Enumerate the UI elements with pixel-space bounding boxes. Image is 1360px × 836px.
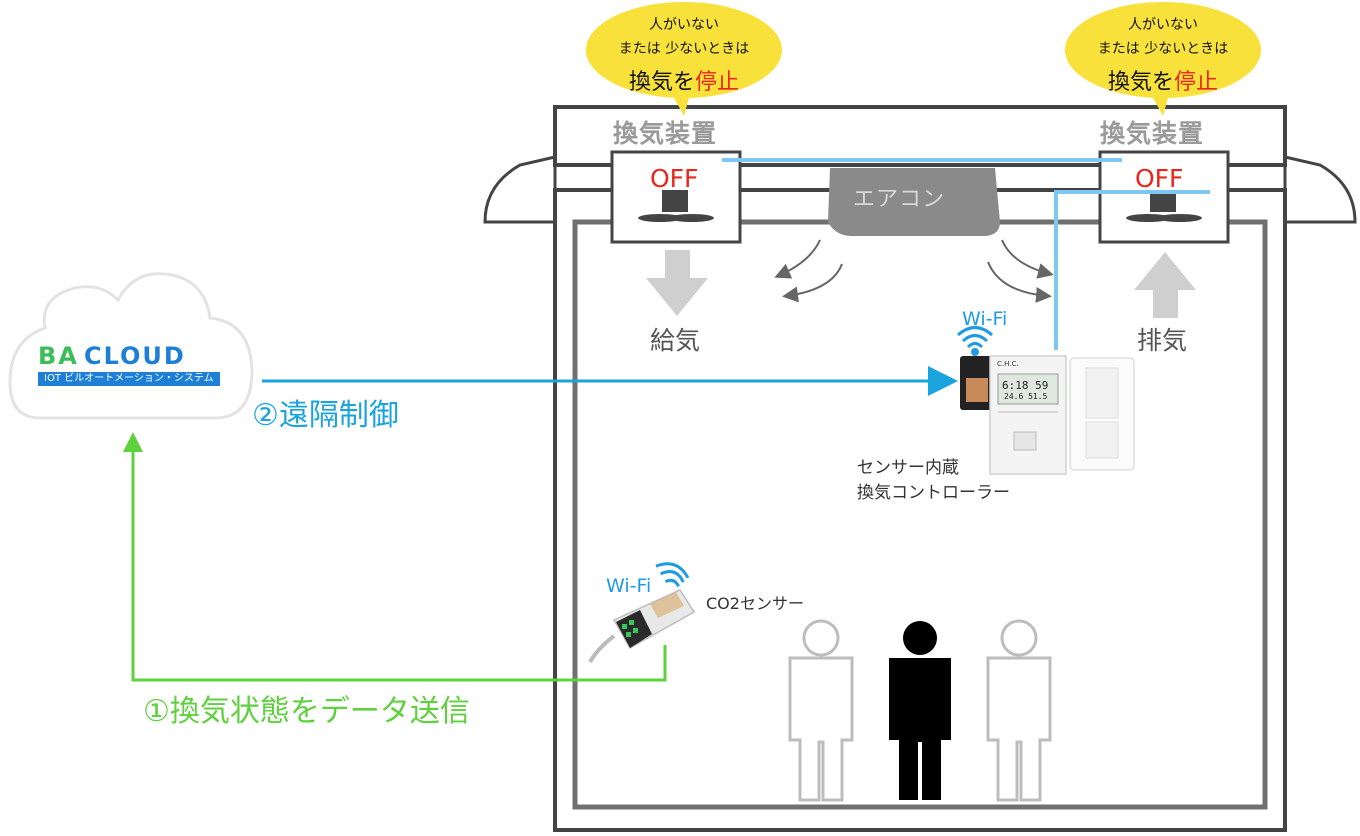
controller-label: センサー内蔵 換気コントローラー xyxy=(857,456,1010,505)
supply-label: 給気 xyxy=(650,326,701,355)
cloud-title-a: BA xyxy=(38,342,79,370)
fan-icon-right xyxy=(1126,190,1202,222)
bubble-line3-prefix: 換気を xyxy=(628,70,695,95)
bubble-line3-emphasis: 停止 xyxy=(1174,70,1219,95)
co2-sensor-label: CO2センサー xyxy=(706,594,804,613)
wifi-icon-controller xyxy=(957,326,993,356)
bubble-line3: 換気を停止 xyxy=(586,64,782,96)
speech-bubble-left-text: 人がいない または 少ないときは 換気を停止 xyxy=(586,14,782,96)
controller-brand: C.H.C. xyxy=(997,360,1019,368)
controller-display-values: 24.6 51.5 xyxy=(1004,392,1048,401)
fan-icon-left xyxy=(638,190,714,222)
speech-bubble-right-text: 人がいない または 少ないときは 換気を停止 xyxy=(1065,14,1261,96)
controller-device xyxy=(960,355,1135,475)
aircon-label: エアコン xyxy=(853,187,946,212)
speech-bubble-left xyxy=(586,2,782,116)
controller-label-line1: センサー内蔵 xyxy=(857,458,959,478)
step-remote-control: ②遠隔制御 xyxy=(252,398,399,433)
airflow-arrow-2 xyxy=(782,263,843,303)
bubble-line1: 人がいない xyxy=(1128,17,1198,33)
controller-display-time: 6:18 59 xyxy=(1002,379,1049,392)
airflow-arrow-1 xyxy=(774,239,821,279)
speech-bubble-right xyxy=(1065,2,1261,116)
ba-cloud-logo: BA CLOUD xyxy=(38,344,186,368)
ventilator-left-box xyxy=(610,150,742,244)
step-send-data: ①換気状態をデータ送信 xyxy=(143,694,470,729)
bubble-line3-emphasis: 停止 xyxy=(695,70,740,95)
co2-wifi-label: Wi-Fi xyxy=(606,575,652,597)
bubble-line3-prefix: 換気を xyxy=(1107,70,1174,95)
person-present xyxy=(889,621,951,800)
data-send-arrowhead xyxy=(123,432,143,452)
person-absent-right xyxy=(986,619,1052,802)
ventilator-right-title: 換気装置 xyxy=(1100,119,1205,148)
bubble-line3: 換気を停止 xyxy=(1065,64,1261,96)
bubble-line2: または 少ないときは xyxy=(1097,41,1229,57)
co2-sensor-device xyxy=(588,589,696,664)
cloud-title-b: CLOUD xyxy=(83,342,186,370)
exhaust-arrow xyxy=(1134,252,1196,318)
controller-label-line2: 換気コントローラー xyxy=(857,482,1010,503)
control-wire-controller xyxy=(1054,190,1210,350)
bubble-line2: または 少ないときは xyxy=(618,41,750,57)
ventilator-right-status: OFF xyxy=(1135,164,1184,193)
airflow-arrow-3 xyxy=(1001,239,1054,279)
supply-arrow xyxy=(646,250,708,316)
ventilator-left-title: 換気装置 xyxy=(613,119,718,148)
cloud-subtitle: IOT ビルオートメーション・システム xyxy=(38,372,220,386)
airflow-arrow-4 xyxy=(987,261,1052,303)
bubble-line1: 人がいない xyxy=(649,17,719,33)
person-absent-left xyxy=(788,619,854,802)
data-send-line xyxy=(131,448,667,682)
exhaust-label: 排気 xyxy=(1137,326,1188,355)
aircon-body xyxy=(828,168,1000,236)
ventilator-left-status: OFF xyxy=(650,164,699,193)
wifi-icon-co2 xyxy=(655,562,690,588)
controller-wifi-label: Wi-Fi xyxy=(962,308,1008,330)
